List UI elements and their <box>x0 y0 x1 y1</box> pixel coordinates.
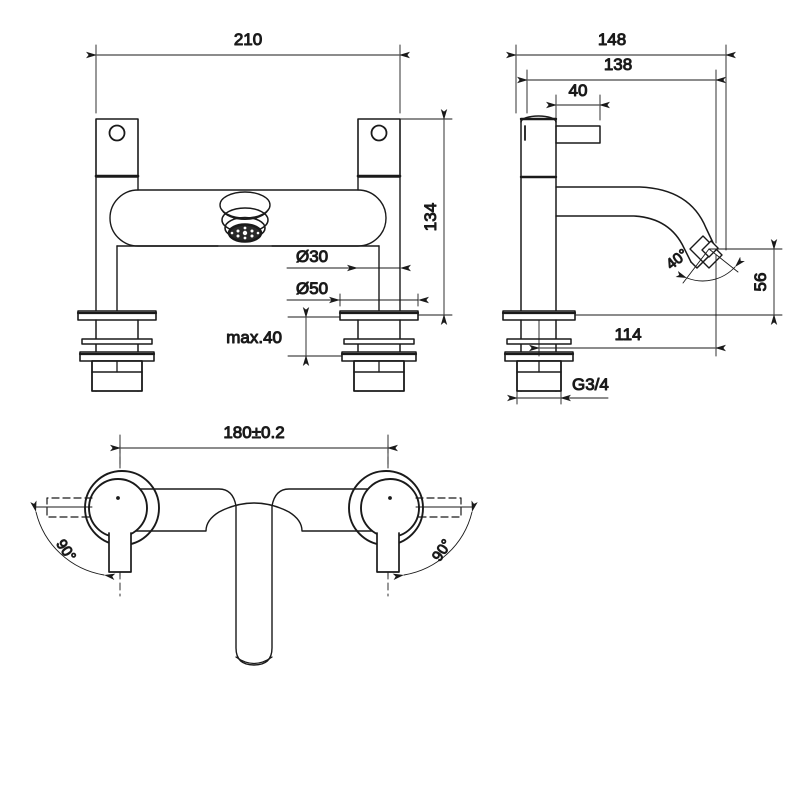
side-view-geometry <box>501 115 723 392</box>
dim-label-40: 40 <box>569 81 588 100</box>
dim-label-138: 138 <box>604 55 632 74</box>
dim-label-g34: G3/4 <box>572 375 609 394</box>
front-view-geometry <box>76 118 420 392</box>
dim-plan-right-swing <box>387 500 478 580</box>
front-left-mounting-shank <box>76 310 158 392</box>
dim-side-overall-depth <box>506 44 736 251</box>
dim-label-left-90deg: 90° <box>52 536 79 564</box>
front-left-handle <box>95 118 139 178</box>
dim-front-escutcheon-diameter <box>286 293 429 307</box>
plan-body-shoulder <box>109 502 399 532</box>
front-right-mounting-shank <box>338 310 420 392</box>
front-left-handle-pivot-icon <box>108 124 126 142</box>
front-aerator-collar <box>219 191 271 219</box>
dim-side-thread <box>507 390 609 405</box>
dim-label-56: 56 <box>751 273 770 292</box>
dim-front-max-deck-thickness <box>287 307 343 366</box>
dim-label-40deg: 40° <box>663 246 691 273</box>
front-right-handle <box>357 118 401 178</box>
side-lever-arm <box>555 125 601 144</box>
dim-plan-centre-distance <box>110 434 398 469</box>
dim-side-projection <box>529 254 726 357</box>
dim-front-overall-width <box>86 44 410 114</box>
dim-side-outlet-angle <box>675 248 745 284</box>
dim-label-148: 148 <box>598 30 626 49</box>
plan-view-geometry <box>46 445 462 666</box>
side-mounting-shank <box>501 310 577 392</box>
plan-right-lever <box>376 532 400 573</box>
plan-right-handle-marker-icon <box>388 496 392 500</box>
dim-label-d50: Ø50 <box>296 279 328 298</box>
dim-label-210: 210 <box>234 30 262 49</box>
dim-plan-left-swing <box>30 500 121 580</box>
front-right-handle-pivot-icon <box>370 124 388 142</box>
dim-label-d30: Ø30 <box>296 247 328 266</box>
plan-left-handle-marker-icon <box>116 496 120 500</box>
plan-body-outline <box>109 488 399 666</box>
dim-label-134: 134 <box>421 203 440 231</box>
dim-side-spout-reach <box>517 69 726 244</box>
plan-left-lever <box>108 532 132 573</box>
dim-front-overall-height <box>399 109 453 325</box>
dim-side-spout-height <box>574 239 783 325</box>
side-spout-outer <box>555 186 717 250</box>
dim-side-lever-length <box>546 94 610 121</box>
side-spout-inner <box>555 215 692 263</box>
dim-label-max40: max.40 <box>226 328 282 347</box>
dim-label-114: 114 <box>614 325 641 344</box>
dim-label-right-90deg: 90° <box>429 536 456 564</box>
dim-label-180: 180±0.2 <box>223 423 284 442</box>
plan-spout-tip <box>235 656 273 665</box>
